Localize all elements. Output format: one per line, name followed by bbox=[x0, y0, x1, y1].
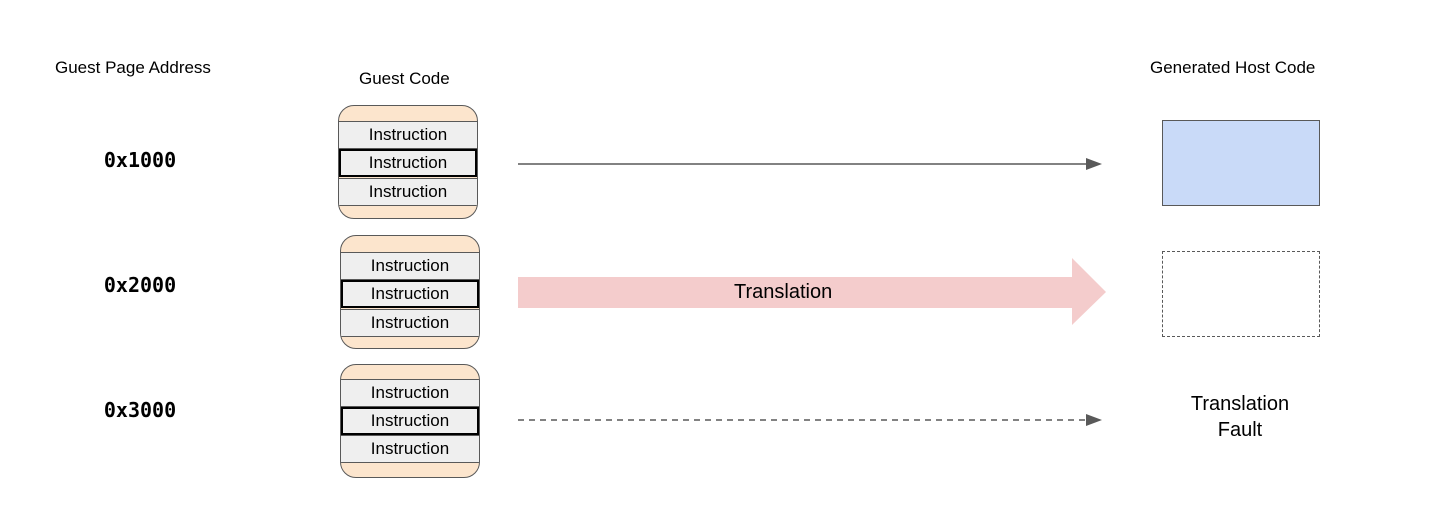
generated-host-code-block bbox=[1162, 120, 1320, 206]
guest-code-page-2: Instruction Instruction Instruction bbox=[340, 235, 480, 349]
instruction: Instruction bbox=[341, 379, 479, 407]
instruction: Instruction bbox=[341, 280, 479, 308]
instruction: Instruction bbox=[339, 121, 477, 149]
instruction: Instruction bbox=[341, 252, 479, 280]
guest-page-address-heading: Guest Page Address bbox=[55, 58, 211, 77]
dashed-arrow-0x3000 bbox=[518, 414, 1102, 426]
guest-page-address-0x2000: 0x2000 bbox=[103, 273, 177, 297]
translation-arrow-label: Translation bbox=[734, 281, 833, 303]
instruction: Instruction bbox=[341, 309, 479, 337]
translation-fault-line-1: Translation bbox=[1190, 393, 1290, 415]
translation-arrow bbox=[518, 258, 1106, 325]
instruction: Instruction bbox=[339, 178, 477, 206]
translation-fault-label: Translation Fault bbox=[1170, 391, 1310, 443]
generated-host-code-heading: Generated Host Code bbox=[1150, 58, 1316, 77]
guest-code-page-3: Instruction Instruction Instruction bbox=[340, 364, 480, 478]
instruction: Instruction bbox=[341, 407, 479, 435]
guest-code-page-1: Instruction Instruction Instruction bbox=[338, 105, 478, 219]
guest-page-address-0x1000: 0x1000 bbox=[103, 148, 177, 172]
solid-arrow-0x1000 bbox=[518, 158, 1102, 170]
guest-code-heading: Guest Code bbox=[359, 69, 450, 88]
guest-page-address-0x3000: 0x3000 bbox=[103, 398, 177, 422]
pending-host-code-block bbox=[1162, 251, 1320, 337]
instruction: Instruction bbox=[341, 435, 479, 463]
instruction: Instruction bbox=[339, 149, 477, 177]
translation-fault-line-2: Fault bbox=[1217, 419, 1263, 441]
